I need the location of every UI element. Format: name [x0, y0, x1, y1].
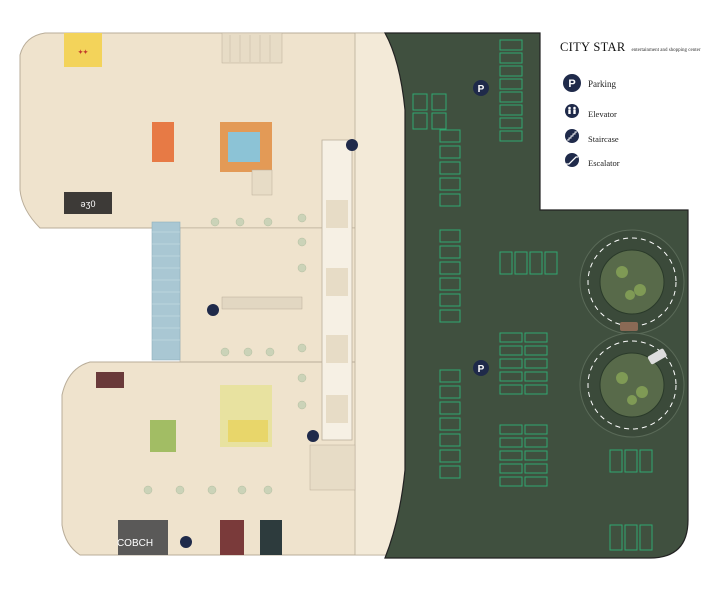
legend-subtitle: entertainment and shopping center — [631, 48, 701, 53]
legend-title-row: CITY STAR entertainment and shopping cen… — [560, 38, 705, 54]
parking-slots — [412, 39, 653, 551]
legend-label-elevator: Elevator — [588, 109, 617, 119]
svg-text:✦✦: ✦✦ — [78, 49, 88, 56]
legend-item-elevator: Elevator — [560, 106, 705, 126]
parking-area — [383, 32, 689, 559]
coach-store-label: COBCH — [117, 538, 153, 549]
legend-title: CITY STAR — [560, 40, 626, 54]
svg-text:P: P — [478, 84, 485, 95]
parking-icon — [563, 74, 581, 92]
legend-label-parking: Parking — [588, 79, 616, 89]
legend-label-escalator: Escalator — [588, 158, 620, 168]
svg-text:ǝʒ0: ǝʒ0 — [81, 199, 96, 209]
mall-trees — [143, 213, 307, 495]
store-blocks: ✦✦ ǝʒ0 COBCH — [64, 33, 282, 555]
parking-marker-south: P — [473, 360, 489, 376]
mall-elevator-markers — [207, 139, 358, 442]
parking-marker-north: P — [473, 80, 489, 96]
legend-item-parking: Parking — [560, 78, 705, 98]
svg-text:P: P — [478, 364, 485, 375]
mall-floor — [19, 32, 411, 556]
legend-parking-glyph: P — [568, 78, 575, 90]
legend-item-escalator: Escalator — [560, 155, 705, 175]
legend-label-staircase: Staircase — [588, 134, 619, 144]
legend-item-staircase: Staircase — [560, 131, 705, 151]
